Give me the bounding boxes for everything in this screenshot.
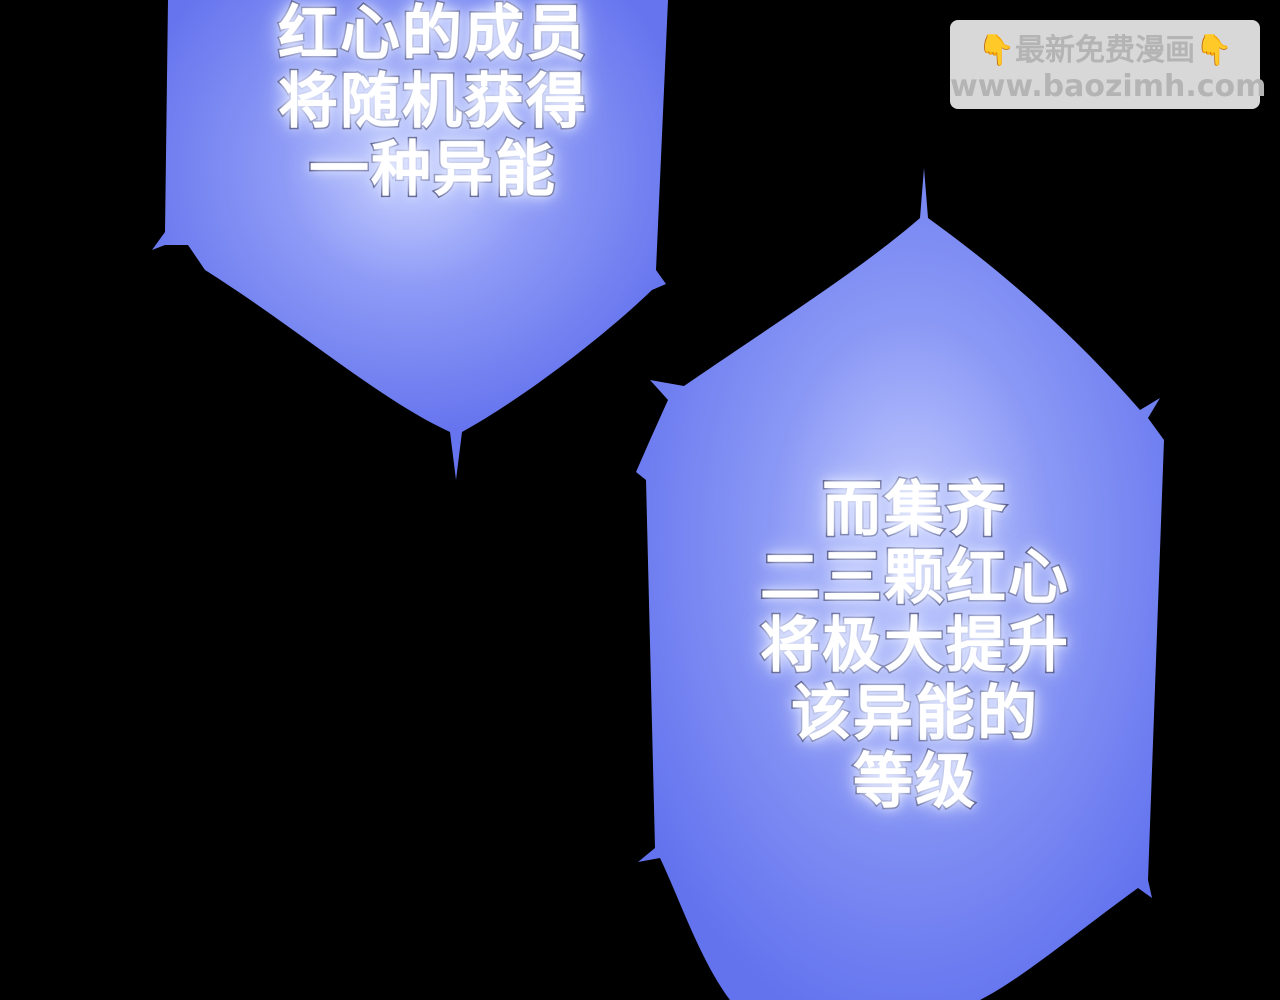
caption-bottom-line-1: 而集齐 [821, 475, 1008, 546]
caption-bottom-line-4: 该异能的 [790, 679, 1039, 750]
caption-top-line-1: 红心的成员 [277, 0, 588, 70]
top-banner-shape [152, 0, 668, 480]
pointing-down-hand-icon: 👇 [977, 33, 1015, 68]
watermark-title-row: 👇最新免费漫画👇 [950, 33, 1260, 69]
caption-top: 红心的成员 将随机获得 一种异能 [228, 0, 638, 206]
pointing-down-hand-icon: 👇 [1195, 33, 1233, 68]
caption-top-line-2: 将随机获得 [277, 67, 588, 138]
bottom-banner-shape [636, 168, 1164, 1000]
caption-bottom-line-2: 二三颗红心 [759, 543, 1070, 614]
caption-bottom-line-5: 等级 [852, 747, 977, 818]
caption-top-line-3: 一种异能 [308, 135, 557, 206]
caption-bottom: 而集齐 二三颗红心 将极大提升 该异能的 等级 [740, 475, 1090, 818]
watermark-title: 最新免费漫画 [1015, 33, 1195, 68]
watermark-badge[interactable]: 👇最新免费漫画👇 www.baozimh.com [950, 20, 1267, 109]
caption-bottom-line-3: 将极大提升 [759, 611, 1070, 682]
watermark-url[interactable]: www.baozimh.com [950, 69, 1267, 104]
